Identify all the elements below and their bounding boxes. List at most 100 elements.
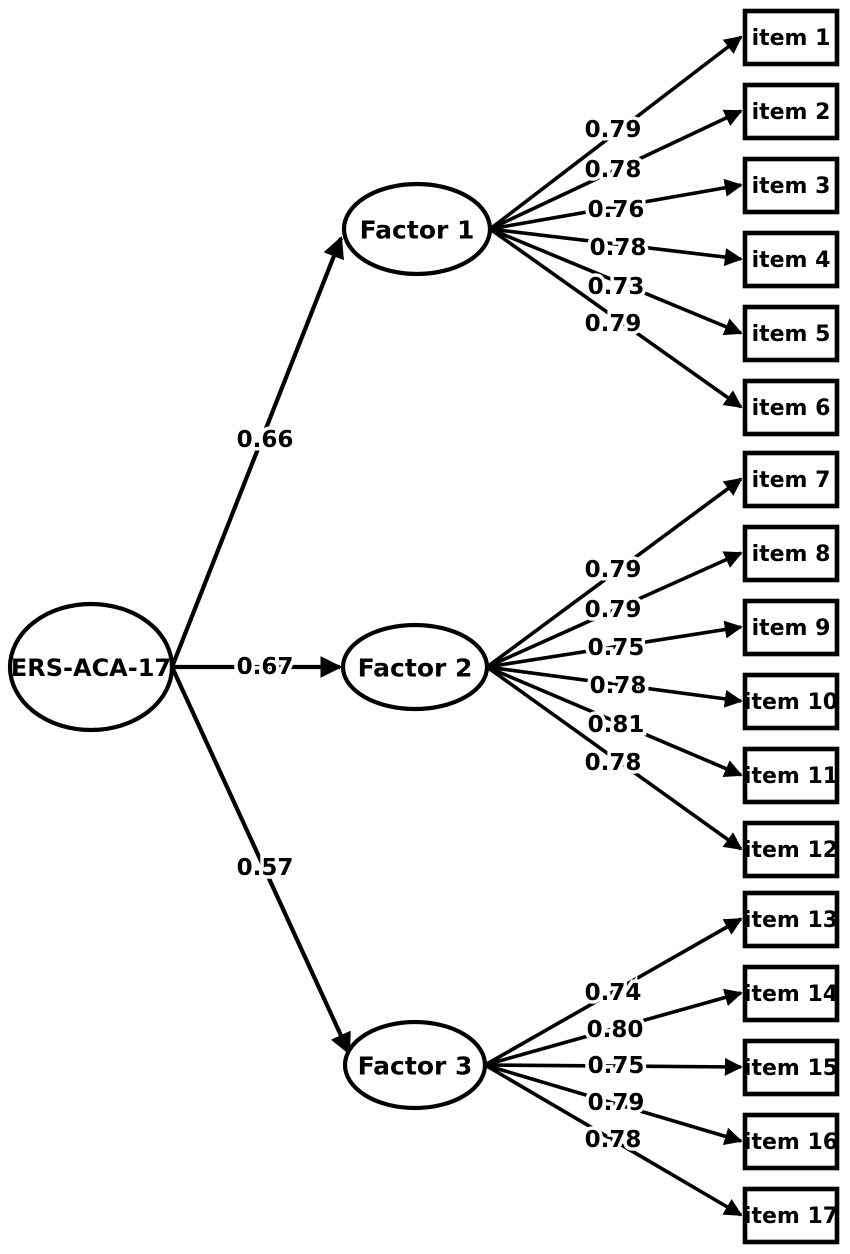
svg-text:0.78: 0.78 — [585, 750, 642, 776]
item-box-2: item 2 — [742, 82, 840, 141]
item-box-label: item 17 — [744, 1204, 838, 1229]
loading-path-item-10 — [486, 665, 743, 708]
loading-value: 0.76 — [588, 197, 645, 223]
loading-label-item-17: 0.78 0.78 — [581, 1124, 645, 1157]
item-box-13: item 13 — [742, 890, 840, 949]
loading-label-item-2: 0.78 0.78 — [581, 154, 645, 187]
item-box-17: item 17 — [742, 1186, 840, 1245]
item-box-1: item 1 — [742, 8, 840, 67]
loading-label-item-1: 0.79 0.79 — [581, 114, 645, 147]
loading-value: 0.74 — [585, 980, 642, 1006]
loading-value: 0.78 — [590, 235, 647, 261]
svg-text:0.67: 0.67 — [237, 654, 294, 680]
loading-value: 0.79 — [585, 597, 642, 623]
item-box-3: item 3 — [742, 156, 840, 215]
loading-path-item-17 — [484, 1063, 743, 1217]
item-box-label: item 10 — [744, 690, 838, 715]
loading-path-item-2 — [489, 109, 743, 231]
loading-path-item-13 — [484, 917, 743, 1067]
svg-text:0.76: 0.76 — [588, 197, 645, 223]
svg-text:0.79: 0.79 — [588, 1090, 645, 1116]
coefficient-value: 0.67 — [237, 654, 294, 680]
latent-nodes: ERS-ACA-17 Factor 1 Factor 2 Factor 3 — [7, 181, 493, 1111]
loading-value: 0.75 — [588, 1053, 645, 1079]
item-box-label: item 16 — [744, 1130, 838, 1155]
item-box-12: item 12 — [742, 820, 840, 879]
loading-path-item-6 — [488, 227, 743, 409]
loading-value: 0.78 — [585, 1127, 642, 1153]
svg-text:0.78: 0.78 — [585, 1127, 642, 1153]
item-box-label: item 2 — [752, 100, 831, 125]
node-factor-1: Factor 1 — [341, 181, 493, 277]
node-label-factor2: Factor 2 — [358, 654, 473, 683]
loading-label-item-4: 0.78 0.78 — [586, 232, 650, 265]
loading-path-item-12 — [485, 665, 743, 851]
loading-path-item-14 — [484, 988, 743, 1067]
loading-value: 0.79 — [585, 557, 642, 583]
item-box-4: item 4 — [742, 230, 840, 289]
node-label-factor3: Factor 3 — [358, 1052, 473, 1081]
coefficient-value: 0.57 — [237, 855, 294, 881]
svg-text:0.74: 0.74 — [585, 980, 642, 1006]
item-box-label: item 4 — [752, 248, 831, 273]
svg-text:0.81: 0.81 — [588, 712, 645, 738]
loading-value: 0.78 — [585, 157, 642, 183]
node-factor-3: Factor 3 — [342, 1019, 488, 1111]
loading-label-item-14: 0.80 0.80 — [583, 1014, 647, 1047]
item-box-8: item 8 — [742, 524, 840, 583]
item-box-11: item 11 — [742, 746, 840, 805]
loading-path-item-11 — [486, 665, 743, 777]
loading-path-item-4 — [489, 227, 743, 267]
item-box-label: item 3 — [752, 174, 831, 199]
loading-value: 0.81 — [588, 712, 645, 738]
item-box-label: item 9 — [752, 616, 831, 641]
item-box-label: item 7 — [752, 468, 831, 493]
node-label-factor1: Factor 1 — [360, 216, 475, 245]
item-box-label: item 5 — [752, 322, 831, 347]
loading-path-item-8 — [486, 551, 743, 669]
svg-text:0.66: 0.66 — [237, 427, 294, 453]
svg-text:0.73: 0.73 — [588, 274, 645, 300]
item-box-14: item 14 — [742, 964, 840, 1023]
coefficient-label-factor1: 0.66 0.66 — [233, 424, 297, 457]
loading-path-item-3 — [489, 178, 743, 231]
loading-label-item-9: 0.75 0.75 — [584, 632, 648, 665]
item-box-label: item 11 — [744, 764, 838, 789]
loading-value: 0.73 — [588, 274, 645, 300]
item-box-9: item 9 — [742, 598, 840, 657]
item-box-label: item 12 — [744, 838, 838, 863]
loading-label-item-15: 0.75 0.75 — [584, 1050, 648, 1083]
loading-label-item-13: 0.74 0.74 — [581, 977, 645, 1010]
loading-coefficient-labels: 0.79 0.79 0.78 0.78 0.76 0.76 0.78 0.78 … — [581, 114, 650, 1157]
loading-path-item-15 — [484, 1057, 743, 1076]
loading-label-item-3: 0.76 0.76 — [584, 194, 648, 227]
node-label-root: ERS-ACA-17 — [11, 654, 171, 682]
loading-value: 0.79 — [585, 311, 642, 337]
svg-text:0.79: 0.79 — [585, 557, 642, 583]
item-box-label: item 6 — [752, 396, 831, 421]
coefficient-value: 0.66 — [237, 427, 294, 453]
loading-value: 0.79 — [585, 117, 642, 143]
loading-label-item-10: 0.78 0.78 — [586, 670, 650, 703]
loading-label-item-12: 0.78 0.78 — [581, 747, 645, 780]
svg-text:0.78: 0.78 — [590, 235, 647, 261]
svg-text:0.75: 0.75 — [588, 635, 645, 661]
loading-label-item-7: 0.79 0.79 — [581, 554, 645, 587]
item-boxes: item 1 item 2 item 3 item 4 item 5 item … — [742, 8, 840, 1245]
item-box-label: item 8 — [752, 542, 831, 567]
svg-text:0.79: 0.79 — [585, 311, 642, 337]
loading-value: 0.80 — [587, 1017, 644, 1043]
svg-text:0.79: 0.79 — [585, 117, 642, 143]
loading-label-item-6: 0.79 0.79 — [581, 308, 645, 341]
item-box-10: item 10 — [742, 672, 840, 731]
path-root-to-factor3 — [170, 666, 351, 1055]
item-box-label: item 1 — [752, 26, 831, 51]
coefficient-label-factor3: 0.57 0.57 — [233, 852, 297, 885]
loading-label-item-11: 0.81 0.81 — [584, 709, 648, 742]
node-ers-aca-17: ERS-ACA-17 — [7, 601, 175, 733]
loading-path-item-5 — [489, 227, 743, 336]
item-box-7: item 7 — [742, 450, 840, 509]
svg-text:0.78: 0.78 — [585, 157, 642, 183]
